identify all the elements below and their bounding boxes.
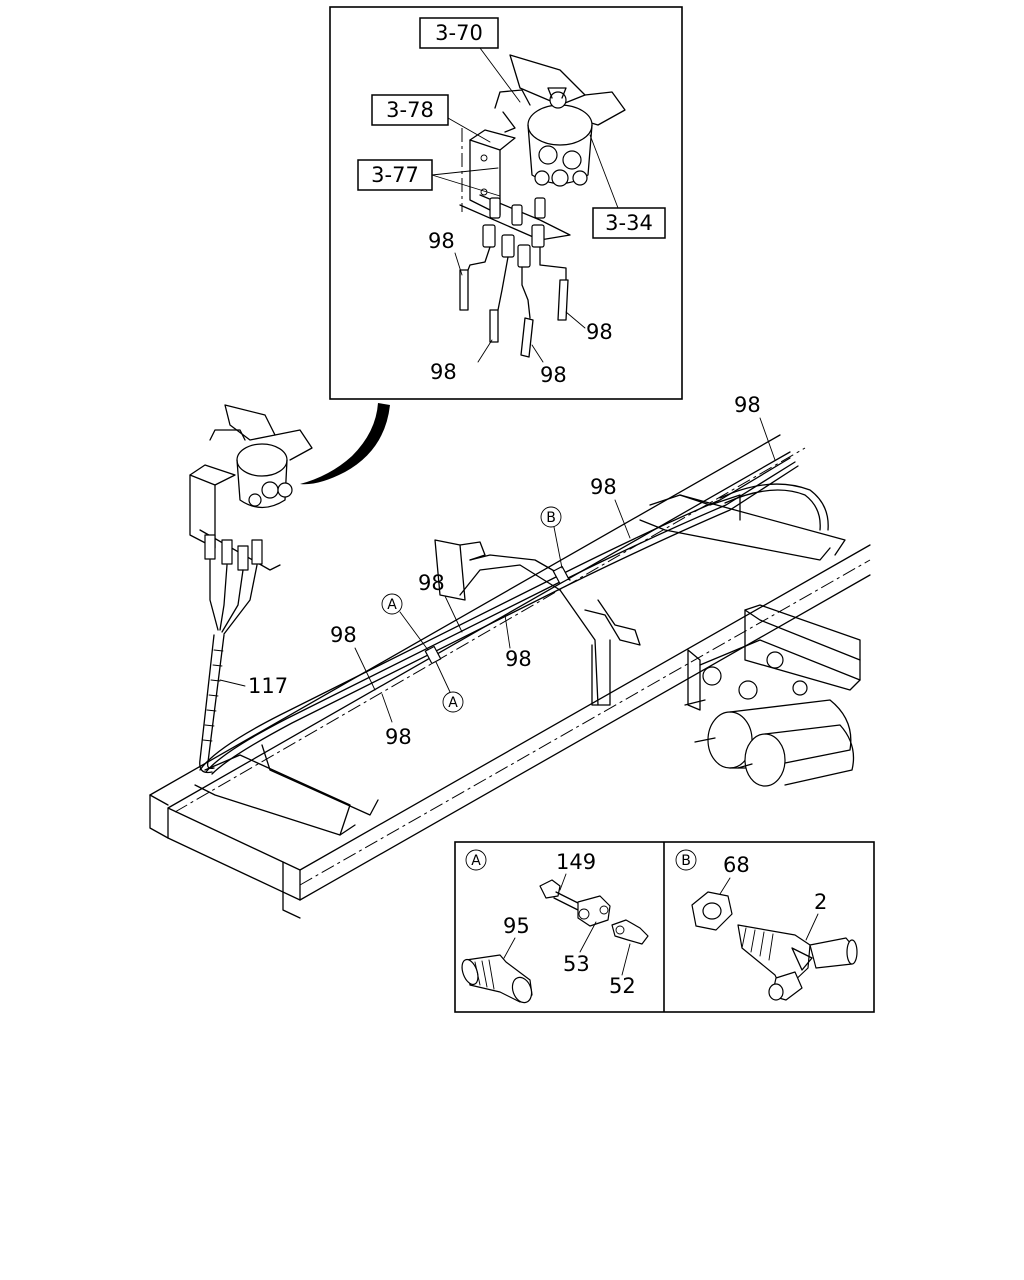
main-callouts: 98 98 98 98 98 98 117 A A B bbox=[219, 393, 776, 749]
marker-a-lower-text: A bbox=[448, 695, 458, 711]
label-98-top-right: 98 bbox=[734, 393, 761, 417]
label-53: 53 bbox=[563, 952, 590, 976]
callout-3-70-text: 3-70 bbox=[435, 21, 483, 45]
inset-frame bbox=[329, 6, 683, 400]
callout-3-70: 3-70 bbox=[419, 17, 521, 103]
pipe-clamp-a bbox=[424, 645, 442, 665]
frame-brake-valve bbox=[189, 404, 313, 635]
callout-3-34: 3-34 bbox=[589, 134, 666, 239]
callout-3-78: 3-78 bbox=[371, 94, 491, 143]
label-68: 68 bbox=[723, 853, 750, 877]
detail-a: A 149 53 52 95 bbox=[461, 849, 649, 1004]
detail-b: B 68 2 bbox=[675, 849, 858, 1001]
elbow-fitting bbox=[611, 919, 649, 945]
label-98-inset-3: 98 bbox=[430, 360, 457, 384]
brake-pipe-bundle bbox=[199, 457, 829, 775]
brake-valve bbox=[527, 87, 593, 187]
detail-boxes: A 149 53 52 95 bbox=[454, 841, 875, 1013]
label-2: 2 bbox=[814, 890, 827, 914]
detail-a-marker bbox=[465, 849, 487, 871]
inset-pointer bbox=[300, 403, 390, 485]
marker-a-upper-text: A bbox=[387, 597, 397, 613]
air-tank-assembly bbox=[684, 604, 861, 787]
connector-fittings bbox=[482, 197, 546, 268]
marker-b-text: B bbox=[546, 510, 556, 526]
tee-fitting bbox=[577, 895, 611, 927]
marker-a-upper bbox=[381, 593, 403, 615]
valve-detail-inset: 3-70 3-78 3-77 3-34 98 98 98 98 bbox=[329, 6, 683, 400]
label-98-mid-right: 98 bbox=[505, 647, 532, 671]
label-98-lower: 98 bbox=[385, 725, 412, 749]
callout-3-77-text: 3-77 bbox=[371, 163, 419, 187]
detail-a-marker-text: A bbox=[471, 853, 481, 869]
label-117: 117 bbox=[248, 674, 288, 698]
pipe-clamp-b bbox=[552, 565, 570, 585]
label-98-mid-left: 98 bbox=[418, 571, 445, 595]
detail-b-marker-text: B bbox=[681, 853, 691, 869]
callout-3-77: 3-77 bbox=[357, 159, 501, 197]
label-98-inset-1: 98 bbox=[428, 229, 455, 253]
callout-3-78-text: 3-78 bbox=[386, 98, 434, 122]
label-149: 149 bbox=[556, 850, 596, 874]
hose-segments bbox=[459, 246, 569, 358]
label-98-inset-4: 98 bbox=[540, 363, 567, 387]
label-52: 52 bbox=[609, 974, 636, 998]
marker-a-lower bbox=[442, 691, 464, 713]
label-98-inset-2: 98 bbox=[586, 320, 613, 344]
protector-conduit bbox=[199, 634, 225, 774]
label-98-left: 98 bbox=[330, 623, 357, 647]
label-95: 95 bbox=[503, 914, 530, 938]
marker-b bbox=[540, 506, 562, 528]
label-98-upper: 98 bbox=[590, 475, 617, 499]
detail-b-marker bbox=[675, 849, 697, 871]
callout-3-34-text: 3-34 bbox=[605, 211, 653, 235]
banjo-bolt bbox=[539, 879, 561, 899]
